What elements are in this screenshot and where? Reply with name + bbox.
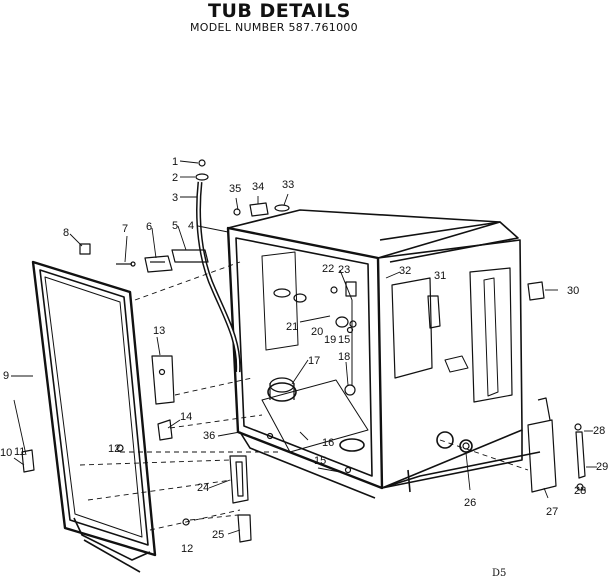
callout-11: 11	[14, 446, 25, 458]
callout-26: 26	[464, 497, 476, 509]
callout-14: 14	[180, 411, 192, 423]
callout-6: 6	[146, 221, 152, 233]
callout-33: 33	[282, 179, 294, 191]
callout-32: 32	[399, 265, 411, 277]
leader-lines	[11, 160, 597, 535]
diagram-title: TUB DETAILS	[208, 0, 351, 22]
callout-7: 7	[122, 223, 128, 235]
callout-34: 34	[252, 181, 264, 193]
callout-19: 19	[324, 334, 336, 346]
callout-28a: 28	[593, 425, 605, 437]
callout-8: 8	[63, 227, 69, 239]
small-parts	[21, 159, 586, 543]
model-number: MODEL NUMBER 587.761000	[190, 21, 358, 34]
callout-15b: 15	[314, 455, 326, 467]
callout-12a: 12	[108, 443, 120, 455]
callout-4: 4	[188, 220, 194, 232]
callout-30: 30	[567, 285, 579, 297]
callout-labels: 1 2 3 4 5 6 7 8 9 10 11 12 12 13 14 15 1…	[0, 156, 608, 555]
callout-24: 24	[197, 482, 209, 494]
door-panel	[31, 260, 157, 573]
callout-27: 27	[546, 506, 558, 518]
callout-20: 20	[311, 326, 323, 338]
callout-10: 10	[0, 447, 12, 459]
callout-16: 16	[322, 437, 334, 449]
callout-5: 5	[172, 220, 178, 232]
callout-31: 31	[434, 270, 446, 282]
fill-hose	[196, 181, 241, 373]
callout-25: 25	[212, 529, 224, 541]
callout-3: 3	[172, 192, 178, 204]
callout-2: 2	[172, 172, 178, 184]
callout-13: 13	[153, 325, 165, 337]
assembly-lines	[79, 261, 529, 531]
callout-28b: 28	[574, 485, 586, 497]
callout-18: 18	[338, 351, 350, 363]
callout-35: 35	[229, 183, 241, 195]
callout-23: 23	[338, 264, 350, 276]
callout-22: 22	[322, 263, 334, 275]
tub-body	[226, 209, 541, 499]
callout-15a: 15	[338, 334, 350, 346]
callout-12b: 12	[181, 543, 193, 555]
callout-29: 29	[596, 461, 608, 473]
callout-17: 17	[308, 355, 320, 367]
callout-9: 9	[3, 370, 9, 382]
callout-36: 36	[203, 430, 215, 442]
callout-21: 21	[286, 321, 298, 333]
page-code: D5	[492, 568, 507, 579]
callout-1: 1	[172, 156, 178, 168]
